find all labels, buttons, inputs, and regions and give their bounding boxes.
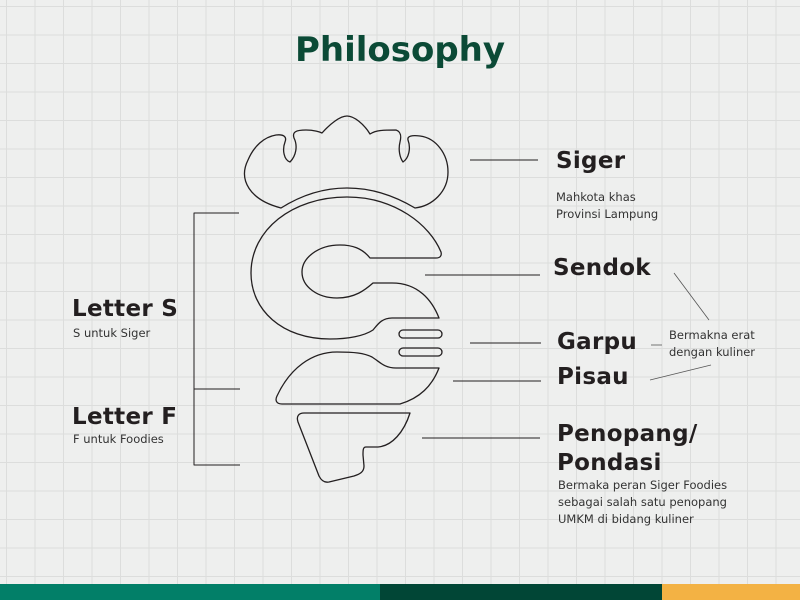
desc-penopang: Bermaka peran Siger Foodies sebagai sala… bbox=[558, 477, 727, 528]
note-line: Bermakna erat bbox=[669, 328, 755, 342]
label-letter-s: Letter S bbox=[72, 296, 179, 322]
desc-line: sebagai salah satu penopang bbox=[558, 495, 727, 509]
fork-tine-top bbox=[398, 329, 443, 339]
desc-line: UMKM di bidang kuliner bbox=[558, 512, 694, 526]
note-line: dengan kuliner bbox=[669, 345, 756, 359]
label-siger: Siger bbox=[556, 148, 626, 174]
kuliner-note: Bermakna erat dengan kuliner bbox=[669, 327, 755, 361]
desc-siger: Mahkota khas Provinsi Lampung bbox=[556, 189, 658, 223]
label-sendok: Sendok bbox=[553, 255, 651, 281]
label-letter-f: Letter F bbox=[72, 404, 178, 430]
connector-lines bbox=[193, 159, 712, 466]
page-title: Philosophy bbox=[294, 30, 506, 70]
base-f-shape bbox=[296, 412, 411, 483]
siger-crown-shape bbox=[243, 115, 449, 209]
desc-line: Bermaka peran Siger Foodies bbox=[558, 478, 728, 492]
desc-letter-s: S untuk Siger bbox=[73, 326, 151, 340]
desc-line: Mahkota khas bbox=[556, 190, 636, 204]
label-line: Penopang/ bbox=[557, 421, 698, 447]
desc-line: Provinsi Lampung bbox=[556, 207, 659, 221]
footer-bar-teal bbox=[0, 584, 380, 600]
footer-bar-orange bbox=[662, 584, 800, 600]
label-line: Pondasi bbox=[557, 450, 662, 476]
label-garpu: Garpu bbox=[557, 329, 638, 355]
knife-shape bbox=[275, 351, 440, 405]
label-pisau: Pisau bbox=[557, 364, 629, 390]
fork-tine-bottom bbox=[398, 347, 443, 357]
label-penopang: Penopang/ Pondasi bbox=[557, 420, 698, 478]
desc-letter-f: F untuk Foodies bbox=[73, 432, 164, 446]
spoon-c-shape bbox=[250, 196, 442, 340]
footer-bar-dark-green bbox=[380, 584, 662, 600]
